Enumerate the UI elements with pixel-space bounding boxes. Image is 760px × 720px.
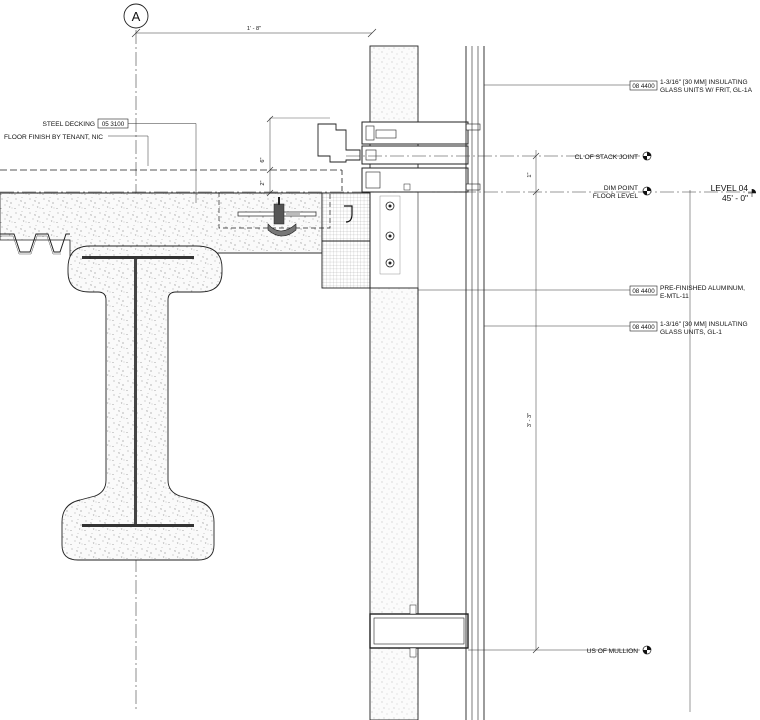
dim-point-text: DIM POINT [604, 185, 638, 192]
us-mullion-text: US OF MULLION [587, 648, 639, 655]
aluminum-ref: 08 4400 [632, 288, 655, 295]
stack-joint-text: CL OF STACK JOINT [575, 154, 638, 161]
note-aluminum: 08 4400 PRE-FINISHED ALUMINUM, E-MTL-11 [418, 285, 745, 300]
steel-decking-tag: 05 3100 [97, 118, 129, 129]
slab-edge-embed [321, 192, 371, 289]
note-glass: 08 4400 1-3/16" [30 MM] INSULATING GLASS… [484, 321, 748, 336]
lower-mullion [369, 604, 469, 658]
bolts [379, 195, 401, 275]
floor-level-text: FLOOR LEVEL [593, 193, 638, 200]
aluminum-line2: E-MTL-11 [660, 293, 689, 300]
dim-2in: 2" [260, 180, 266, 185]
frit-glass-line1: 1-3/16" [30 MM] INSULATING [660, 79, 748, 86]
small-dimensions: 6" 2" [260, 115, 330, 197]
stack-joint-target-icon [642, 151, 652, 161]
top-dimension-text: 1' - 8" [247, 26, 261, 32]
glazing [465, 46, 485, 720]
aluminum-line1: PRE-FINISHED ALUMINUM, [660, 285, 745, 292]
mullion-base-line: US OF MULLION [468, 645, 652, 655]
grid-bubble-label: A [132, 9, 141, 24]
frit-glass-line2: GLASS UNITS W/ FRIT, GL-1A [660, 87, 753, 94]
stack-joint-line: CL OF STACK JOINT [346, 151, 652, 161]
steel-decking-text: STEEL DECKING [42, 121, 95, 128]
level-name: LEVEL 04 [711, 183, 749, 193]
glass-line2: GLASS UNITS, GL-1 [660, 329, 722, 336]
level-elevation: 45' - 0" [722, 193, 748, 203]
anchor-pocket [0, 169, 343, 229]
note-frit-glass: 08 4400 1-3/16" [30 MM] INSULATING GLASS… [484, 79, 753, 94]
steel-beam [82, 254, 194, 527]
anchor-bracket [237, 197, 317, 237]
level-crosshair-icon [748, 189, 756, 197]
right-dimensions: 1" 3' - 3" [527, 150, 691, 712]
dim-mullion: 3' - 3" [527, 413, 533, 427]
svg-text:05 3100: 05 3100 [102, 121, 125, 128]
floor-level-target-icon [642, 186, 652, 196]
steel-decking [0, 233, 70, 255]
glass-line1: 1-3/16" [30 MM] INSULATING [660, 321, 748, 328]
dim-1in: 1" [527, 172, 533, 177]
note-steel-decking: STEEL DECKING 05 3100 [42, 118, 197, 203]
frit-glass-ref: 08 4400 [632, 83, 655, 90]
dim-6in: 6" [260, 157, 266, 162]
us-mullion-target-icon [642, 645, 652, 655]
floor-finish-text: FLOOR FINISH BY TENANT, NIC [4, 134, 103, 141]
grid-bubble: A [123, 3, 149, 29]
top-dimension: 1' - 8" [131, 26, 377, 38]
note-floor-finish: FLOOR FINISH BY TENANT, NIC [4, 134, 149, 166]
stack-joint-mullion [317, 121, 481, 193]
beam-encasement [61, 245, 223, 561]
glass-ref: 08 4400 [632, 324, 655, 331]
floor-level-line: DIM POINT FLOOR LEVEL LEVEL 04 45' - 0" [0, 183, 756, 203]
